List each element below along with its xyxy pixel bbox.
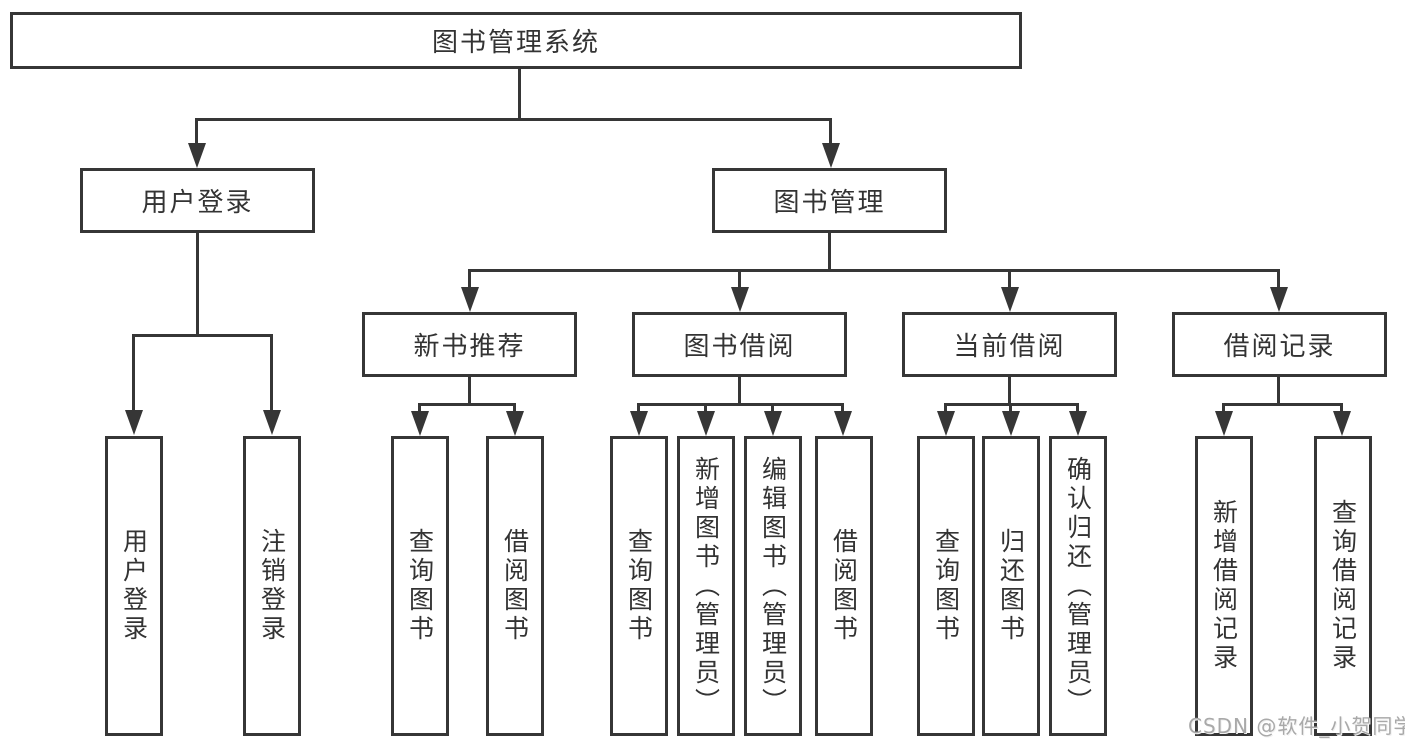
leaf-query-books-borrowing: 查询图书 xyxy=(610,436,668,736)
connector-line xyxy=(132,334,135,412)
connector-line xyxy=(195,118,198,146)
connector-line xyxy=(829,118,832,146)
connector-line xyxy=(1222,403,1225,413)
node-book-borrowing: 图书借阅 xyxy=(632,312,847,377)
connector-line xyxy=(1340,403,1343,413)
connector-line xyxy=(1277,269,1280,289)
node-root-library-system: 图书管理系统 xyxy=(10,12,1022,69)
arrow-down-icon xyxy=(764,411,782,436)
connector-line xyxy=(418,403,421,413)
leaf-borrow-books-recommend: 借阅图书 xyxy=(486,436,544,736)
connector-line xyxy=(828,233,831,272)
arrow-down-icon xyxy=(188,143,206,168)
connector-line xyxy=(738,269,741,289)
arrow-down-icon xyxy=(822,143,840,168)
leaf-query-books-current: 查询图书 xyxy=(917,436,975,736)
connector-line xyxy=(637,403,640,413)
connector-line xyxy=(468,377,471,406)
connector-line xyxy=(132,334,272,337)
arrow-down-icon xyxy=(1001,287,1019,312)
arrow-down-icon xyxy=(697,411,715,436)
leaf-logout: 注销登录 xyxy=(243,436,301,736)
arrow-down-icon xyxy=(461,287,479,312)
arrow-down-icon xyxy=(1270,287,1288,312)
arrow-down-icon xyxy=(263,410,281,435)
node-borrowing-records: 借阅记录 xyxy=(1172,312,1387,377)
arrow-down-icon xyxy=(731,287,749,312)
connector-line xyxy=(518,69,521,119)
connector-line xyxy=(468,269,471,289)
arrow-down-icon xyxy=(1333,411,1351,436)
node-book-management-branch: 图书管理 xyxy=(712,168,947,233)
arrow-down-icon xyxy=(125,410,143,435)
arrow-down-icon xyxy=(834,411,852,436)
arrow-down-icon xyxy=(506,411,524,436)
leaf-confirm-return-admin: 确认归还（管理员） xyxy=(1049,436,1107,736)
leaf-return-books: 归还图书 xyxy=(982,436,1040,736)
connector-line xyxy=(418,403,516,406)
connector-line xyxy=(637,403,844,406)
connector-line xyxy=(468,269,1280,272)
connector-line xyxy=(738,377,741,406)
connector-line xyxy=(1008,377,1011,406)
leaf-query-books-recommend: 查询图书 xyxy=(391,436,449,736)
connector-line xyxy=(1009,403,1012,413)
leaf-user-login: 用户登录 xyxy=(105,436,163,736)
leaf-edit-books-admin: 编辑图书（管理员） xyxy=(744,436,802,736)
connector-line xyxy=(1277,377,1280,406)
connector-line xyxy=(1222,403,1342,406)
connector-line xyxy=(704,403,707,413)
connector-line xyxy=(270,334,273,412)
connector-line xyxy=(1076,403,1079,413)
node-new-book-recommend: 新书推荐 xyxy=(362,312,577,377)
node-current-borrowing: 当前借阅 xyxy=(902,312,1117,377)
leaf-add-books-admin: 新增图书（管理员） xyxy=(677,436,735,736)
connector-line xyxy=(195,118,832,121)
leaf-add-borrow-record: 新增借阅记录 xyxy=(1195,436,1253,736)
connector-line xyxy=(1008,269,1011,289)
connector-line xyxy=(944,403,947,413)
arrow-down-icon xyxy=(1215,411,1233,436)
leaf-borrow-books: 借阅图书 xyxy=(815,436,873,736)
arrow-down-icon xyxy=(411,411,429,436)
connector-line xyxy=(841,403,844,413)
connector-line xyxy=(196,233,199,337)
connector-line xyxy=(771,403,774,413)
csdn-watermark: CSDN @软件_小贺同学 xyxy=(1188,714,1405,738)
arrow-down-icon xyxy=(1069,411,1087,436)
connector-line xyxy=(513,403,516,413)
leaf-query-borrow-record: 查询借阅记录 xyxy=(1314,436,1372,736)
arrow-down-icon xyxy=(630,411,648,436)
arrow-down-icon xyxy=(937,411,955,436)
node-user-login-branch: 用户登录 xyxy=(80,168,315,233)
arrow-down-icon xyxy=(1002,411,1020,436)
